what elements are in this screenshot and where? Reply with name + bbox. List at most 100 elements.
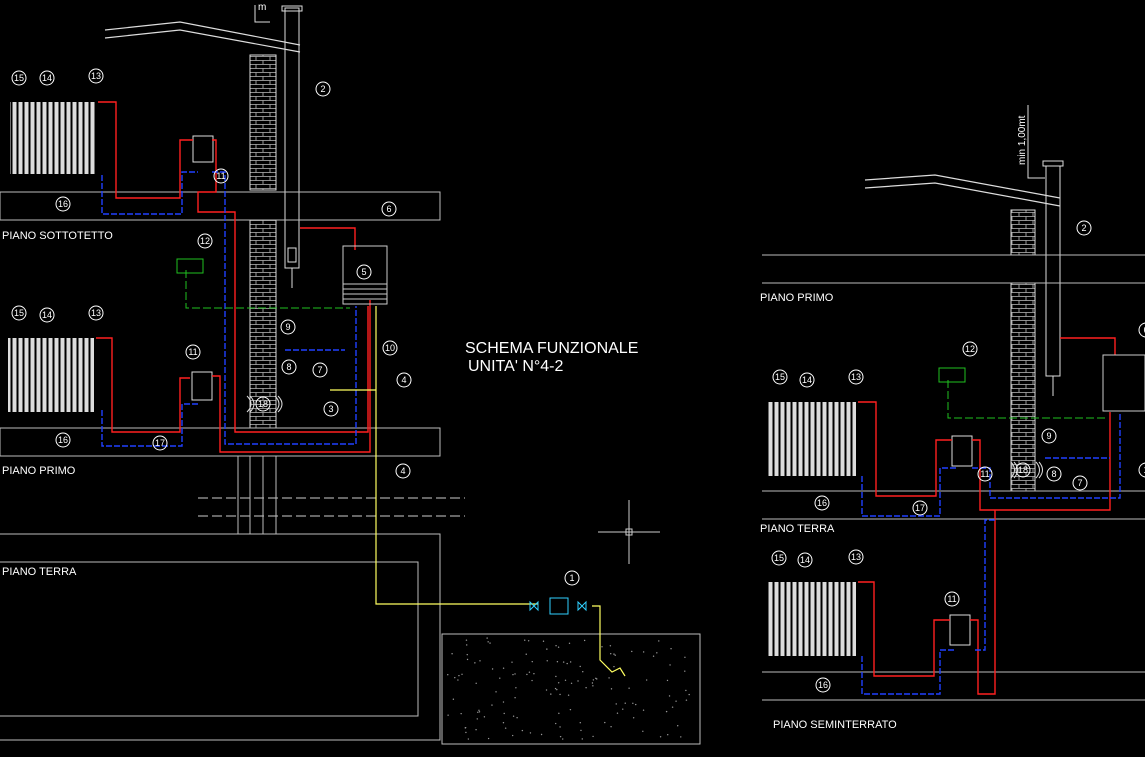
callout-bubble: 1 bbox=[1138, 462, 1145, 478]
callout-number: 13 bbox=[851, 552, 861, 562]
chimney-brick-right bbox=[1010, 282, 1036, 492]
callout-bubble: 15 bbox=[11, 70, 27, 86]
callout-bubble: 6 bbox=[381, 201, 397, 217]
callout-number: 18 bbox=[258, 399, 268, 409]
ground-hatch bbox=[441, 633, 701, 745]
callout-bubble: 16 bbox=[815, 677, 831, 693]
callout-number: 12 bbox=[200, 236, 210, 246]
roof-line-right bbox=[864, 174, 1061, 207]
callout-bubble: 14 bbox=[39, 307, 55, 323]
floor-label-left-primo: PIANO PRIMO bbox=[2, 465, 76, 477]
radiator-right-2 bbox=[768, 582, 856, 656]
callout-number: 4 bbox=[400, 466, 405, 476]
callout-number: 6 bbox=[386, 204, 391, 214]
callout-bubble: 9 bbox=[280, 319, 296, 335]
callout-number: 17 bbox=[155, 438, 165, 448]
supply-pipes-right bbox=[858, 337, 1116, 695]
min-height-annotation: min 1,00mt bbox=[1017, 115, 1028, 165]
callout-number: 2 bbox=[320, 84, 325, 94]
callout-bubble: 17 bbox=[152, 435, 168, 451]
callout-bubble: 11 bbox=[944, 591, 960, 607]
callout-number: 7 bbox=[1077, 478, 1082, 488]
callout-bubble: 13 bbox=[848, 549, 864, 565]
callout-number: 16 bbox=[58, 435, 68, 445]
thermostat-right bbox=[938, 367, 966, 383]
callout-bubble: 11 bbox=[185, 344, 201, 360]
callout-bubble: 13 bbox=[88, 305, 104, 321]
callout-number: 9 bbox=[1046, 431, 1051, 441]
callout-number: 1 bbox=[1143, 465, 1145, 475]
callout-number: 1 bbox=[569, 573, 574, 583]
callout-number: 7 bbox=[317, 365, 322, 375]
callout-number: 11 bbox=[947, 594, 956, 604]
callout-number: 13 bbox=[851, 372, 861, 382]
callout-number: 18 bbox=[1018, 465, 1028, 475]
callout-number: 14 bbox=[802, 375, 812, 385]
callout-bubble: 8 bbox=[281, 359, 297, 375]
floor-label-left-terra: PIANO TERRA bbox=[2, 566, 77, 578]
roof-line bbox=[104, 21, 301, 53]
manifold-primo bbox=[191, 371, 213, 401]
callout-number: 15 bbox=[774, 553, 784, 563]
floor-label-right-primo: PIANO PRIMO bbox=[760, 292, 834, 304]
callout-bubble: 4 bbox=[395, 463, 411, 479]
callout-bubble: 16 bbox=[55, 432, 71, 448]
callouts: 1514131116265121514131191087431816174126… bbox=[11, 68, 1145, 693]
callout-bubble: 18 bbox=[1015, 462, 1031, 478]
callout-number: 17 bbox=[915, 503, 925, 513]
callout-bubble: 3 bbox=[323, 401, 339, 417]
callout-bubble: 16 bbox=[814, 495, 830, 511]
callout-number: 16 bbox=[58, 199, 68, 209]
callout-number: 8 bbox=[286, 362, 291, 372]
callout-bubble: 13 bbox=[88, 68, 104, 84]
callout-number: 15 bbox=[14, 73, 24, 83]
callout-number: 6 bbox=[1143, 325, 1145, 335]
left-schematic: m bbox=[0, 2, 701, 745]
callout-bubble: 11 bbox=[977, 466, 993, 482]
manifold-right-1 bbox=[951, 435, 973, 467]
callout-number: 4 bbox=[401, 375, 406, 385]
callout-number: 16 bbox=[817, 498, 827, 508]
callout-bubble: 12 bbox=[197, 233, 213, 249]
callout-bubble: 16 bbox=[55, 196, 71, 212]
callout-number: 13 bbox=[91, 71, 101, 81]
callout-number: 11 bbox=[216, 171, 225, 181]
chimney-brick bbox=[249, 54, 277, 191]
chimney-brick-lower bbox=[249, 219, 277, 429]
callout-number: 8 bbox=[1051, 469, 1056, 479]
thermostat-line-left bbox=[185, 270, 350, 309]
floor-label-right-terra: PIANO TERRA bbox=[760, 523, 835, 535]
callout-bubble: 5 bbox=[356, 264, 372, 280]
callout-bubble: 14 bbox=[797, 552, 813, 568]
radiator-primo bbox=[8, 338, 94, 412]
callout-bubble: 18 bbox=[255, 396, 271, 412]
callout-number: 12 bbox=[965, 344, 975, 354]
diagram-title-line1: SCHEMA FUNZIONALE bbox=[465, 340, 638, 357]
thermostat-left bbox=[176, 258, 204, 274]
callout-bubble: 4 bbox=[396, 372, 412, 388]
radiator-sottotetto bbox=[10, 102, 96, 174]
callout-bubble: 8 bbox=[1046, 466, 1062, 482]
callout-bubble: 13 bbox=[848, 369, 864, 385]
return-pipes-right bbox=[861, 412, 1121, 695]
callout-bubble: 11 bbox=[213, 168, 229, 184]
callout-bubble: 10 bbox=[382, 340, 398, 356]
right-schematic bbox=[762, 105, 1145, 701]
callout-number: 15 bbox=[14, 308, 24, 318]
callout-number: 9 bbox=[285, 322, 290, 332]
callout-number: 16 bbox=[818, 680, 828, 690]
return-pipes-left bbox=[101, 171, 357, 447]
callout-bubble: 15 bbox=[11, 305, 27, 321]
supply-pipes-left bbox=[96, 101, 371, 453]
callout-number: 14 bbox=[42, 310, 52, 320]
floor-label-right-seminterrato: PIANO SEMINTERRATO bbox=[773, 719, 897, 731]
callout-bubble: 7 bbox=[1072, 475, 1088, 491]
thermostat-line-right bbox=[947, 380, 1108, 419]
top-mark-label: m bbox=[258, 2, 266, 13]
gas-meter bbox=[549, 597, 569, 615]
callout-bubble: 2 bbox=[1076, 220, 1092, 236]
flue-pipe bbox=[284, 7, 300, 269]
callout-number: 14 bbox=[800, 555, 810, 565]
callout-bubble: 15 bbox=[771, 550, 787, 566]
manifold-sottotetto bbox=[192, 135, 214, 163]
